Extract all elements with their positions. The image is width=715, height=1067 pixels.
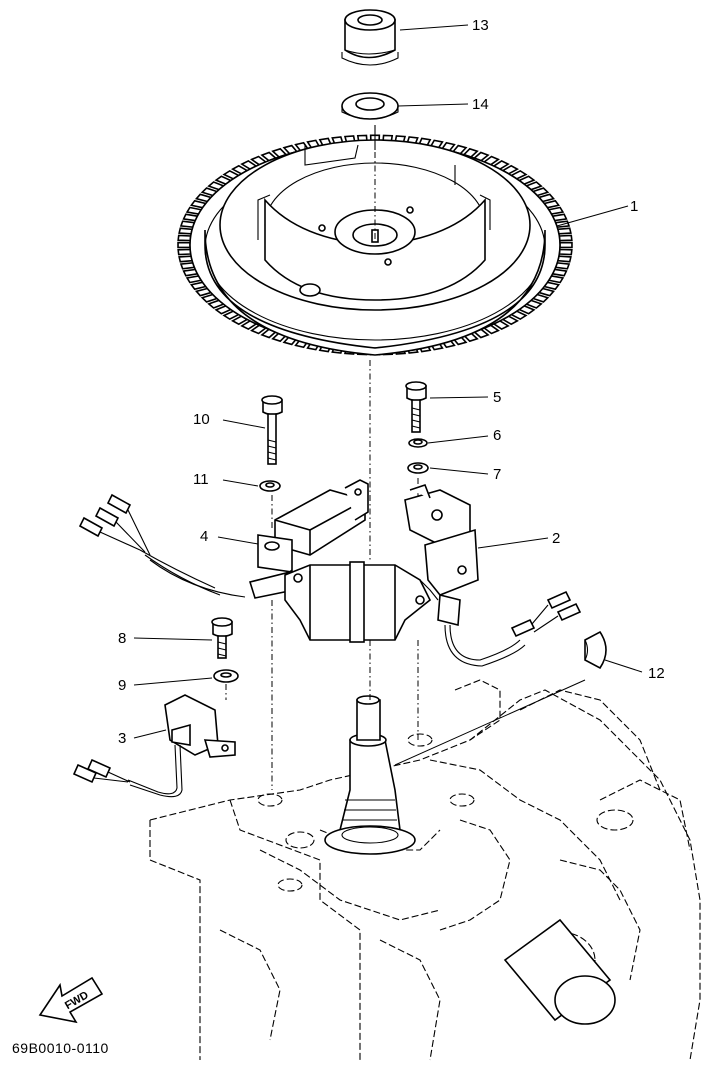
pulser-coil-2 [404,483,526,667]
callout-2: 2 [552,530,560,547]
bolt-8 [211,617,233,659]
oil-filter [503,918,616,1025]
gear-tooth [177,248,192,256]
lead-wire-connectors-4 [78,493,151,556]
gear-tooth [177,234,192,242]
engine-block-outline [149,679,701,1061]
callout-5: 5 [493,389,501,406]
figure-code: 69B0010-0110 [12,1040,109,1056]
gear-tooth [558,248,573,256]
callout-3: 3 [118,730,126,747]
gear-tooth [178,227,194,235]
charge-coil-4 [139,479,369,599]
woodruff-key-12 [584,630,607,670]
gear-tooth [177,241,191,249]
gear-tooth [178,255,194,263]
lead-wire-connectors-2 [510,590,582,638]
callout-13: 13 [472,17,489,34]
gear-tooth [556,255,572,263]
lighting-coil-3 [127,694,236,798]
crankshaft-end [324,695,416,855]
callout-6: 6 [493,427,501,444]
flywheel-nut [341,9,399,66]
washer-11 [259,480,281,492]
gear-tooth [556,227,572,235]
leader-lines [133,24,643,739]
callout-10: 10 [193,411,210,428]
gear-tooth [559,241,573,249]
callout-4: 4 [200,528,208,545]
lead-wire-connectors-3 [72,758,131,784]
callout-labels: 13 14 1 5 6 7 10 11 4 2 8 9 3 12 [118,17,665,747]
bolt-10 [261,395,283,465]
washer-7 [407,462,429,474]
bolt-5 [405,381,427,433]
callout-8: 8 [118,630,126,647]
stator-coil [284,561,439,643]
flywheel-washer [341,92,399,120]
callout-14: 14 [472,96,489,113]
callout-7: 7 [493,466,501,483]
callout-11: 11 [193,471,209,488]
callout-12: 12 [648,665,665,682]
spring-washer-6 [408,438,428,448]
gear-tooth [558,234,573,242]
callout-9: 9 [118,677,126,694]
callout-1: 1 [630,198,638,215]
washer-9 [213,669,239,683]
fwd-arrow-icon: FWD [38,976,104,1024]
flywheel [177,125,573,356]
